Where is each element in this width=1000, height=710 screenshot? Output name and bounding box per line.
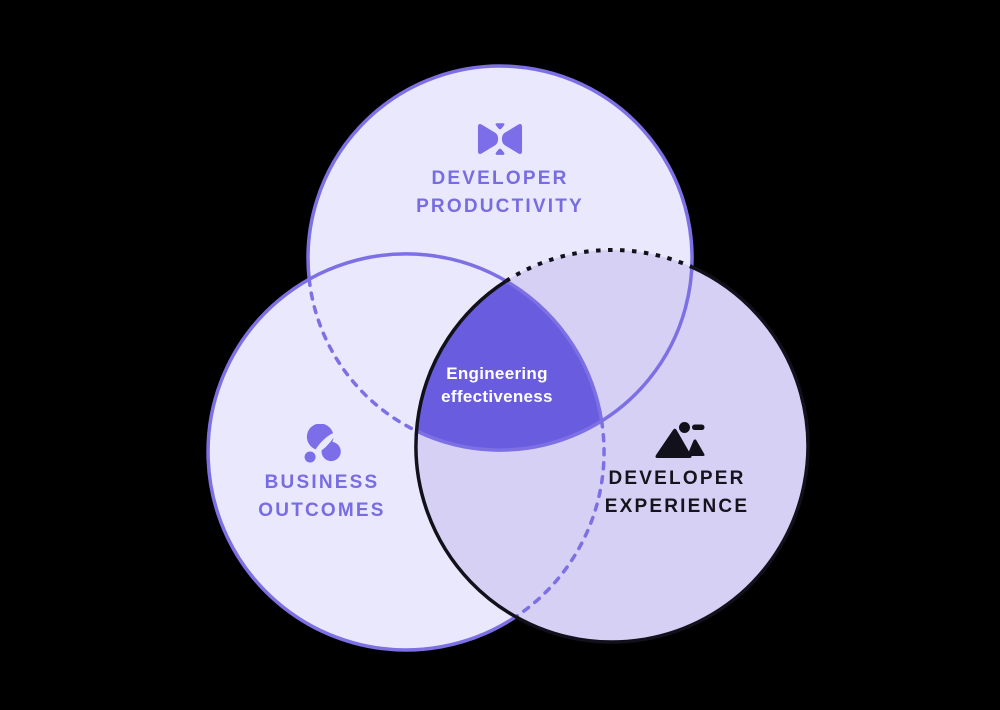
- right-circle-outline-dotted: [504, 248, 693, 283]
- left-circle-outline-dashed: [514, 419, 606, 619]
- engineering-effectiveness-region: [416, 254, 604, 450]
- right-circle-outline-solid: [414, 265, 810, 644]
- top-circle-outline-solid: [306, 64, 694, 452]
- top-circle-outline-dashed: [307, 277, 419, 433]
- left-circle-outline-solid: [206, 252, 604, 652]
